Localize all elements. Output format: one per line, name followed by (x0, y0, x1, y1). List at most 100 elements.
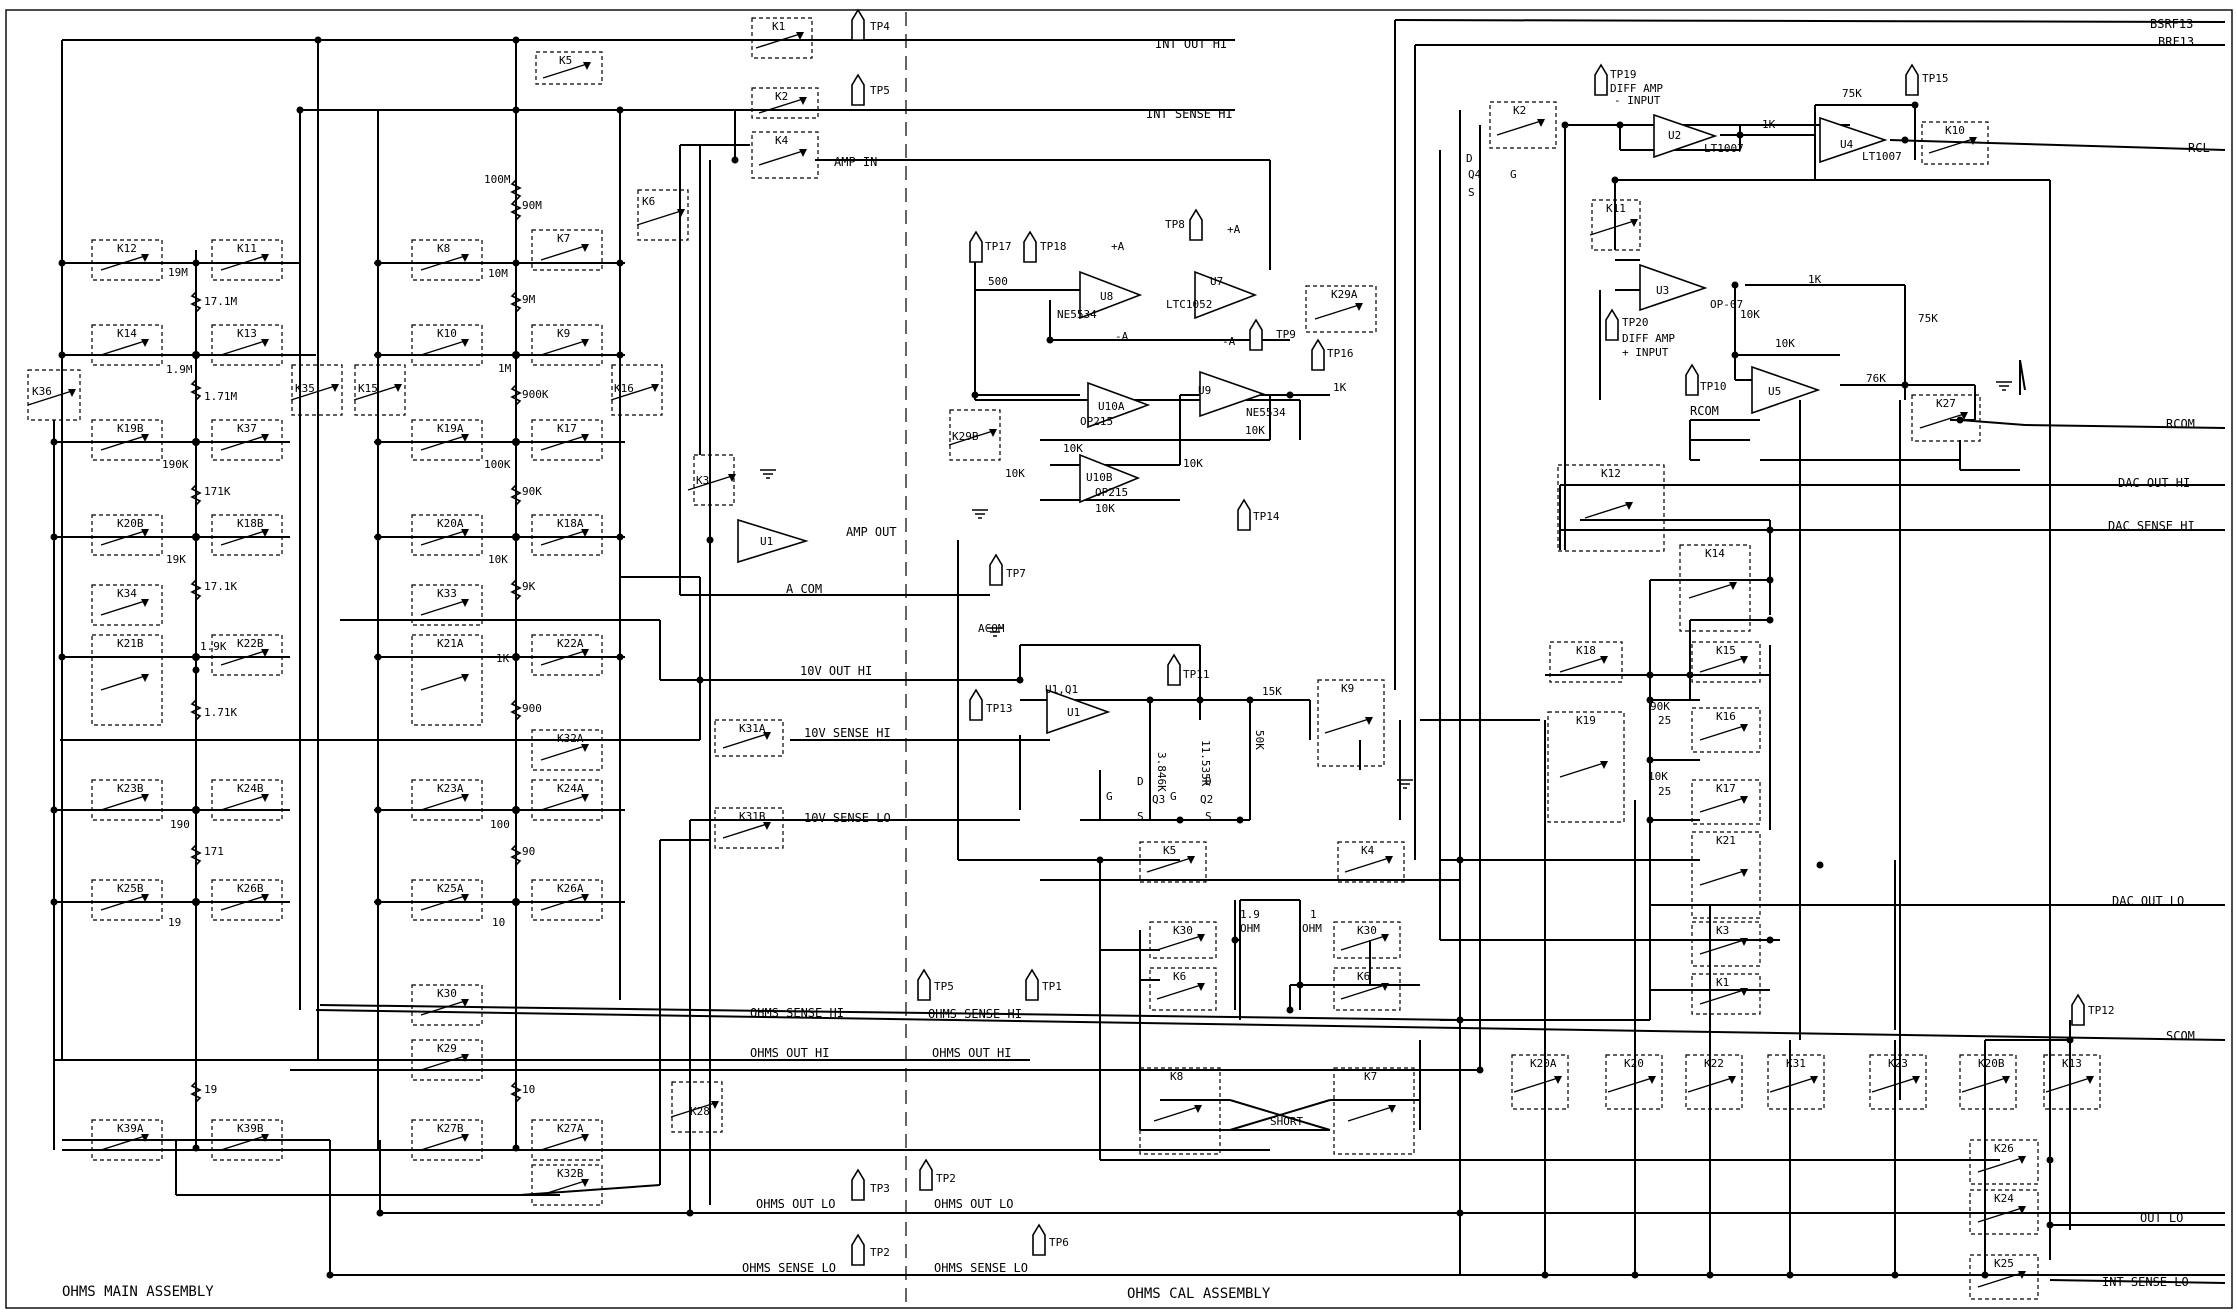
relay-cal-k3-22-label: K3 (1716, 924, 1729, 937)
svg-text:DIFF AMP: DIFF AMP (1622, 332, 1675, 345)
relay-cal-k11-11: K11 (1589, 199, 1641, 251)
relay-k26b-lr-label: K26B (237, 882, 264, 895)
relay-k30-mid: K30 (411, 984, 483, 1026)
svg-text:TP13: TP13 (986, 702, 1013, 715)
svg-text:U7: U7 (1210, 275, 1223, 288)
relay-k13-lr: K13 (211, 324, 283, 366)
relay-cal-k31-27: K31 (1767, 1054, 1825, 1110)
relay-cal-k12-14-label: K12 (1601, 467, 1621, 480)
relay-k5-top: K5 (535, 51, 603, 85)
relay-k7-mr-label: K7 (557, 232, 570, 245)
relay-cal-k20-25-label: K20 (1624, 1057, 1644, 1070)
svg-text:90K: 90K (522, 485, 542, 498)
relay-cal-k26-31: K26 (1969, 1139, 2039, 1185)
net-dac-out-lo: DAC OUT LO (2112, 894, 2184, 908)
svg-text:17.1M: 17.1M (204, 295, 237, 308)
relay-cal-k24-32-label: K24 (1994, 1192, 2014, 1205)
relay-k26a-mr: K26A (531, 879, 603, 921)
svg-text:90M: 90M (522, 199, 542, 212)
relay-cal-k19-19: K19 (1547, 711, 1625, 823)
relay-k12-left: K12 (91, 239, 163, 281)
svg-text:TP2: TP2 (870, 1246, 890, 1259)
svg-text:TP7: TP7 (1006, 567, 1026, 580)
svg-text:25: 25 (1658, 785, 1671, 798)
svg-text:10K: 10K (1740, 308, 1760, 321)
relay-k2-top-label: K2 (775, 90, 788, 103)
opamp-u2 (1653, 113, 1718, 159)
relay-cal-k24-32: K24 (1969, 1189, 2039, 1235)
relay-k32a-mr-label: K32A (557, 732, 584, 745)
svg-text:19K: 19K (166, 553, 186, 566)
net-ohms-out-hi-cal: OHMS OUT HI (932, 1046, 1011, 1060)
svg-text:1.9M: 1.9M (166, 363, 193, 376)
opamp-u5 (1751, 365, 1821, 415)
relay-cal-k6-4: K6 (1149, 967, 1217, 1011)
svg-text:190: 190 (170, 818, 190, 831)
net-ohms-sense-lo-main: OHMS SENSE LO (742, 1261, 836, 1275)
net-ohms-out-hi-main: OHMS OUT HI (750, 1046, 829, 1060)
relay-k20b-left-label: K20B (117, 517, 144, 530)
relay-k4-top: K4 (751, 131, 819, 179)
relay-k17-mr: K17 (531, 419, 603, 461)
relay-k33-mid: K33 (411, 584, 483, 626)
relay-k9-mr: K9 (531, 324, 603, 366)
relay-k18b-lr-label: K18B (237, 517, 264, 530)
relay-k36-v-label: K36 (32, 385, 52, 398)
svg-text:TP14: TP14 (1253, 510, 1280, 523)
relay-k28-v-label: K28 (690, 1105, 710, 1118)
relay-k8-mid-label: K8 (437, 242, 450, 255)
relay-k27a-mr-label: K27A (557, 1122, 584, 1135)
relay-k21a-mid: K21A (411, 634, 483, 726)
svg-text:10K: 10K (1245, 424, 1265, 437)
svg-text:1.9K: 1.9K (200, 640, 227, 653)
relay-k10-mid-label: K10 (437, 327, 457, 340)
relay-k34-left: K34 (91, 584, 163, 626)
net-rcom: RCOM (2166, 417, 2195, 431)
svg-text:OHM: OHM (1240, 922, 1260, 935)
relay-k20a-mid-label: K20A (437, 517, 464, 530)
svg-text:+A: +A (1111, 240, 1125, 253)
net-ohms-sense-hi-cal: OHMS SENSE HI (928, 1007, 1022, 1021)
relay-k22b-lr: K22B (211, 634, 283, 676)
net-brf13: BRF13 (2158, 35, 2194, 49)
relay-k6-v: K6 (636, 189, 689, 241)
relay-k18b-lr: K18B (211, 514, 283, 556)
relay-cal-k29a-9: K29A (1305, 285, 1377, 333)
relay-cal-k8-6-label: K8 (1170, 1070, 1183, 1083)
svg-text:75K: 75K (1918, 312, 1938, 325)
relay-cal-k1-23-label: K1 (1716, 976, 1729, 989)
svg-text:TP5: TP5 (934, 980, 954, 993)
relay-k29-mid: K29 (411, 1039, 483, 1081)
relay-k5-top-label: K5 (559, 54, 572, 67)
svg-text:900: 900 (522, 702, 542, 715)
svg-text:+ INPUT: + INPUT (1622, 346, 1669, 359)
svg-text:S: S (1205, 810, 1212, 823)
opamp-u10a (1087, 381, 1151, 429)
svg-text:TP20: TP20 (1622, 316, 1649, 329)
svg-text:1K: 1K (1333, 381, 1347, 394)
svg-text:D: D (1205, 775, 1212, 788)
relay-k25a-mid: K25A (411, 879, 483, 921)
svg-text:10K: 10K (1005, 467, 1025, 480)
relay-cal-k30-3: K30 (1333, 921, 1401, 959)
relay-k20b-left: K20B (91, 514, 163, 556)
relay-cal-k16-18: K16 (1691, 707, 1761, 753)
resistor-ladder-mid (510, 179, 522, 1103)
relay-k24b-lr: K24B (211, 779, 283, 821)
relay-cal-k20a-24-label: K20A (1530, 1057, 1557, 1070)
relay-cal-k3-22: K3 (1691, 921, 1761, 967)
svg-text:U8: U8 (1100, 290, 1113, 303)
relay-k9-mr-label: K9 (557, 327, 570, 340)
opamp-u4 (1819, 116, 1888, 164)
net-dac-out-hi: DAC OUT HI (2118, 476, 2190, 490)
relay-k11-lr: K11 (211, 239, 283, 281)
relay-cal-k1-23: K1 (1691, 973, 1761, 1015)
relay-k33-mid-label: K33 (437, 587, 457, 600)
relay-k31b-label: K31B (739, 810, 766, 823)
svg-text:LT1007: LT1007 (1862, 150, 1902, 163)
relay-cal-k20a-24: K20A (1511, 1054, 1569, 1110)
relay-k19b-left: K19B (91, 419, 163, 461)
svg-text:1.9: 1.9 (1240, 908, 1260, 921)
svg-text:19: 19 (168, 916, 181, 929)
svg-text:190K: 190K (162, 458, 189, 471)
